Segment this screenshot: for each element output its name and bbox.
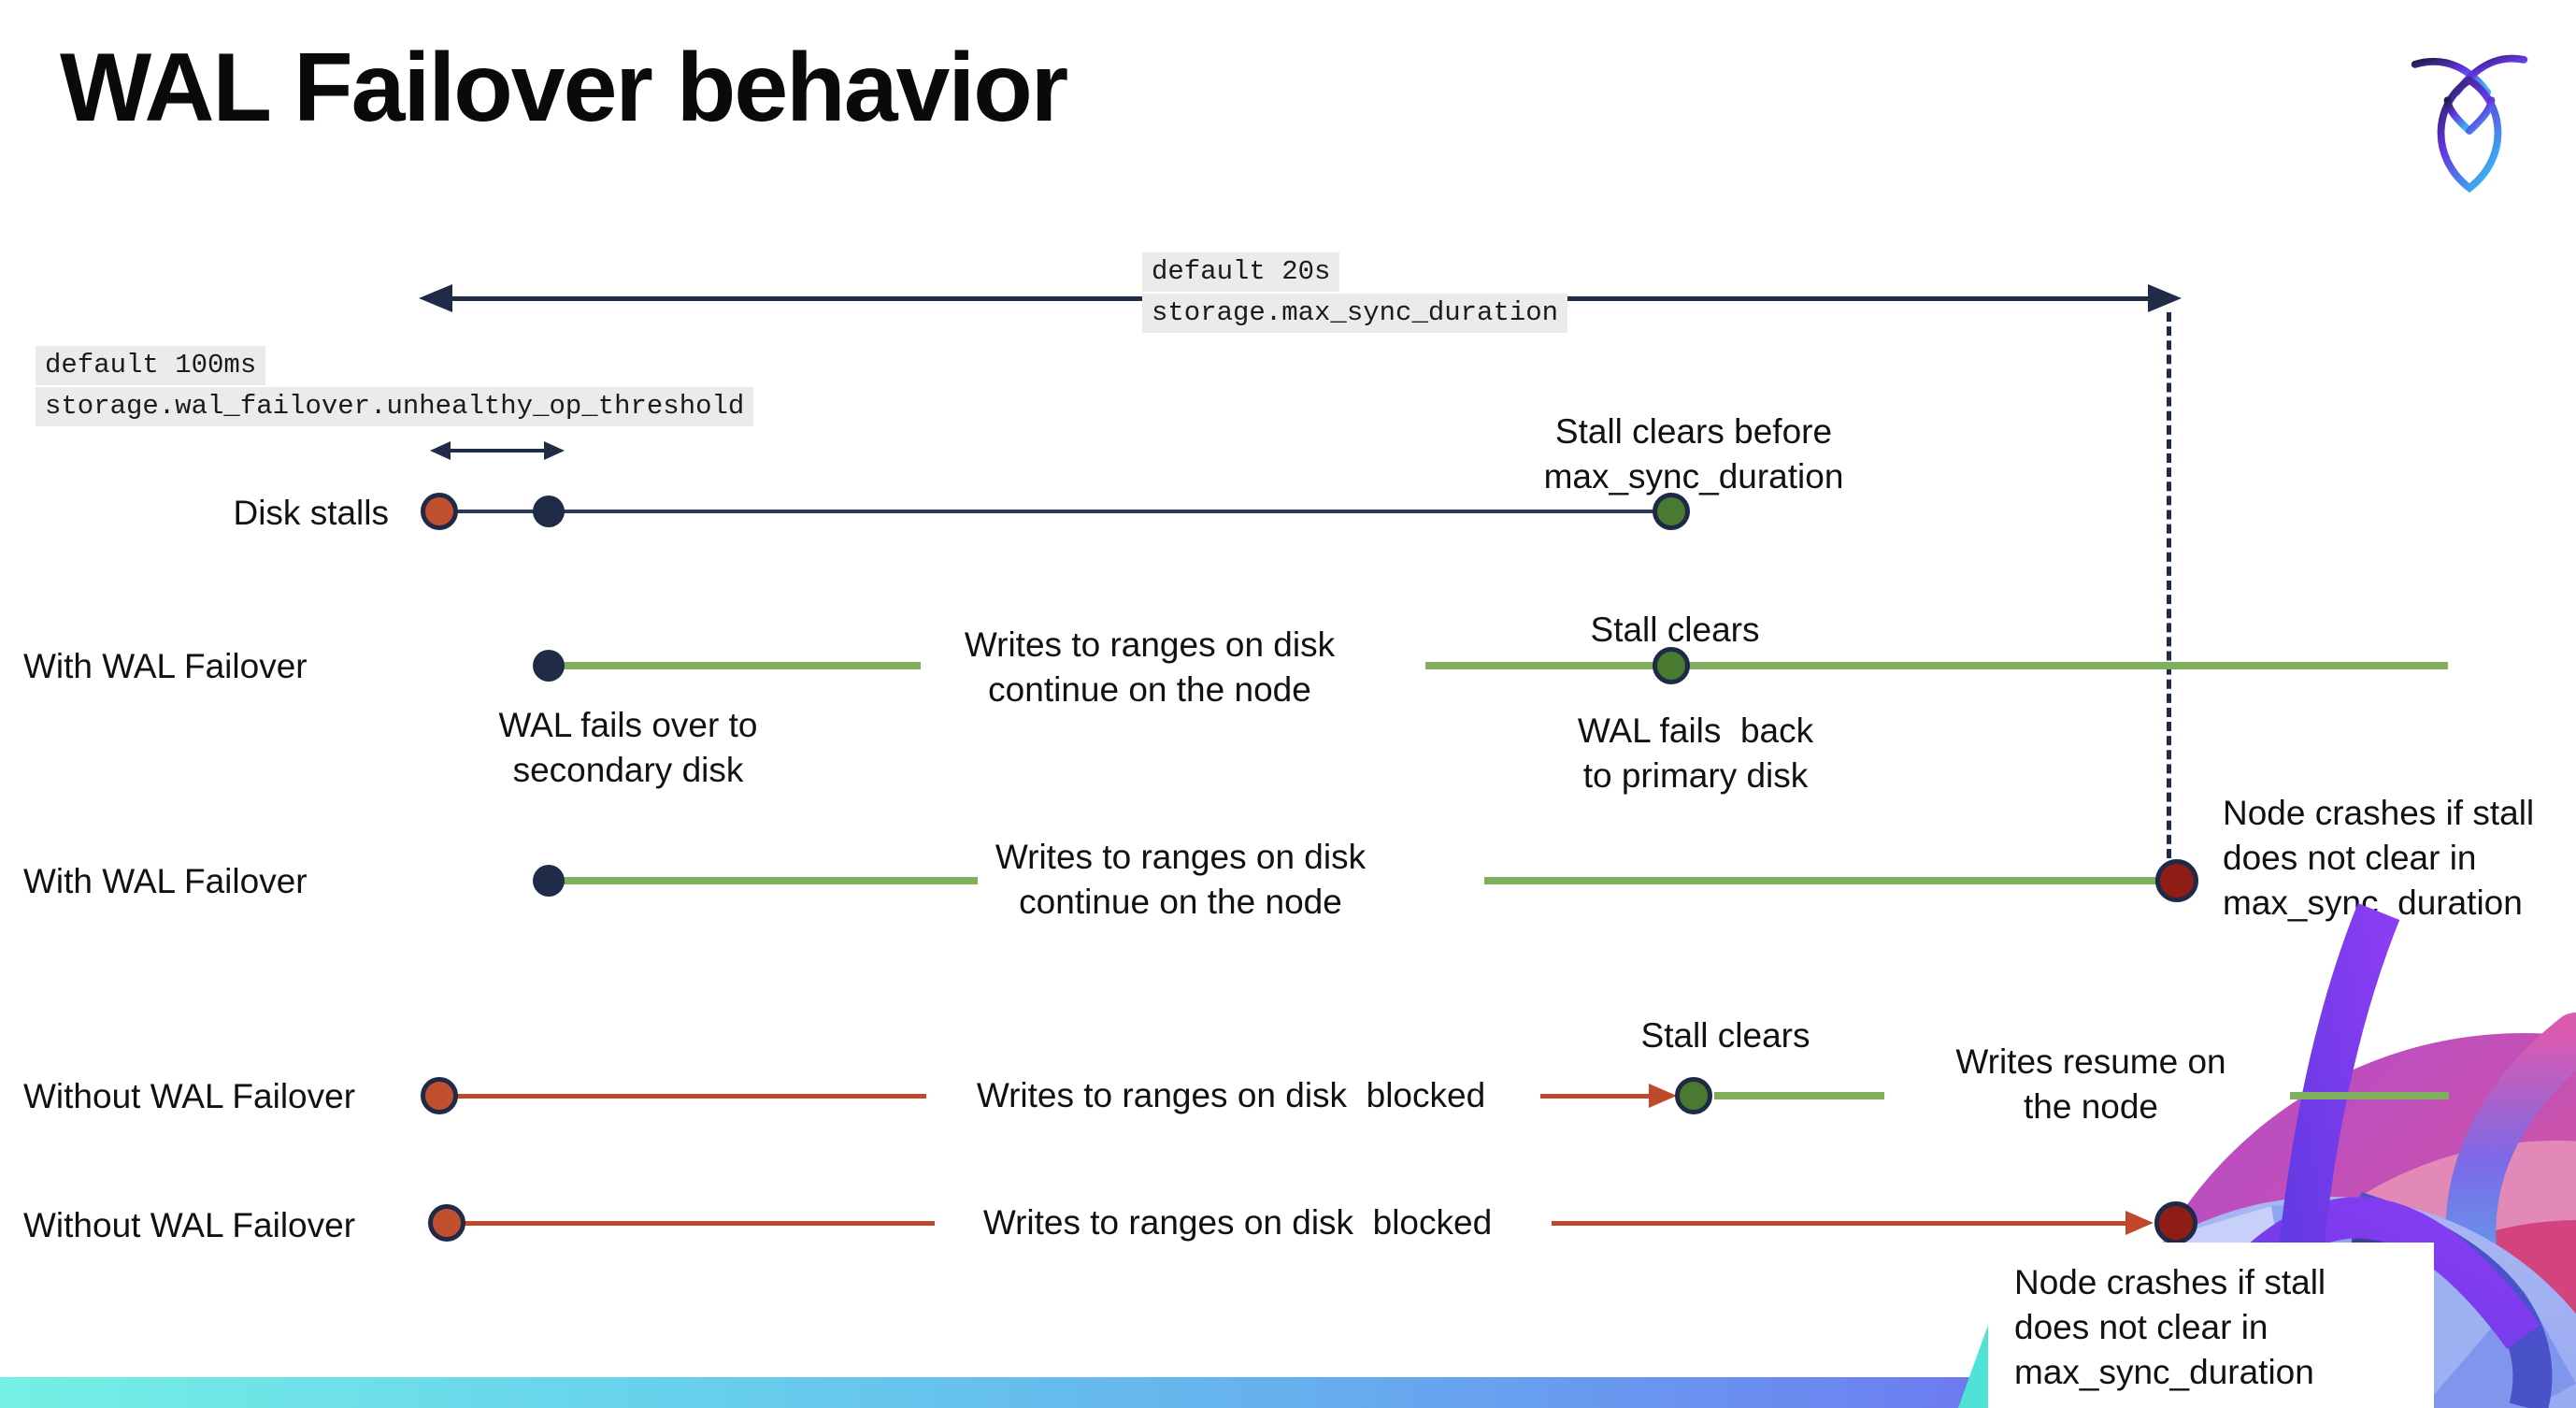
max-sync-setting-label: storage.max_sync_duration <box>1142 294 1568 334</box>
unhealthy-op-default-label: default 100ms <box>36 346 266 386</box>
small-arrow-left-head-icon <box>430 441 451 460</box>
node-crash-callout-box <box>1988 1243 2434 1408</box>
small-arrow-right-head-icon <box>544 441 565 460</box>
event-dot-threshold <box>533 496 565 527</box>
note-wal-fails-over: WAL fails over to secondary disk <box>498 706 758 790</box>
timeline-row-label-without-wal-2: Without WAL Failover <box>23 1206 356 1244</box>
page-title: WAL Failover behavior <box>60 34 1068 142</box>
timeline-row-label-with-wal-2: With WAL Failover <box>23 862 308 900</box>
disk-stall-timeline-line <box>439 510 1671 513</box>
red-line-r5b <box>1552 1221 2129 1226</box>
dashed-deadline-line <box>2167 312 2171 858</box>
note-stall-clears-before: Stall clears before max_sync_duration <box>1543 412 1844 496</box>
note-writes-blocked-2: Writes to ranges on disk blocked <box>982 1203 1493 1242</box>
green-line-r4b <box>2290 1092 2449 1099</box>
note-wal-fails-back: WAL fails back to primary disk <box>1577 711 1814 796</box>
event-dot-failover-1 <box>533 650 565 682</box>
timeline-row-label-with-wal-1: With WAL Failover <box>23 647 308 685</box>
event-dot-stall-start-3 <box>428 1204 465 1242</box>
event-dot-stall-clears-2 <box>1675 1077 1712 1114</box>
red-line-r4a <box>451 1094 926 1099</box>
arrow-left-head-icon <box>419 284 452 312</box>
red-line-r5a <box>458 1221 935 1226</box>
timeline-row-label-disk-stalls: Disk stalls <box>233 494 389 532</box>
note-node-crashes-2: Node crashes if stall does not clear in … <box>2014 1263 2326 1392</box>
green-line-r4a <box>1714 1092 1884 1099</box>
event-dot-node-crash-2 <box>2154 1201 2197 1244</box>
timeline-row-label-without-wal-1: Without WAL Failover <box>23 1077 356 1115</box>
cockroachdb-logo-icon <box>2411 54 2528 194</box>
event-dot-node-crash-1 <box>2155 859 2198 902</box>
green-line-r2a <box>561 662 921 669</box>
note-writes-continue-1: Writes to ranges on disk continue on the… <box>964 625 1336 710</box>
event-dot-disk-stall-start <box>421 493 458 530</box>
green-line-r2b <box>1425 662 2448 669</box>
red-arrow-head-icon-2 <box>2125 1211 2154 1235</box>
green-line-r3a <box>561 877 978 884</box>
max-sync-default-label: default 20s <box>1142 252 1340 293</box>
note-writes-blocked-1: Writes to ranges on disk blocked <box>976 1076 1486 1114</box>
note-writes-resume: Writes resume on the node <box>1955 1042 2226 1127</box>
event-dot-stall-clears-1 <box>1653 647 1690 684</box>
arrow-right-head-icon <box>2148 284 2182 312</box>
red-arrow-head-icon-1 <box>1649 1084 1677 1108</box>
event-dot-failover-2 <box>533 865 565 897</box>
event-dot-stall-start-2 <box>421 1077 458 1114</box>
green-line-r3b <box>1484 877 2166 884</box>
note-stall-clears-2: Stall clears <box>1640 1016 1810 1055</box>
unhealthy-op-threshold-arrow <box>447 449 546 453</box>
note-writes-continue-2: Writes to ranges on disk continue on the… <box>995 838 1367 922</box>
unhealthy-op-setting-label: storage.wal_failover.unhealthy_op_thresh… <box>36 387 754 427</box>
note-stall-clears-1: Stall clears <box>1590 611 1760 649</box>
red-line-r4b <box>1540 1094 1656 1099</box>
event-dot-stall-clears-early <box>1653 493 1690 530</box>
